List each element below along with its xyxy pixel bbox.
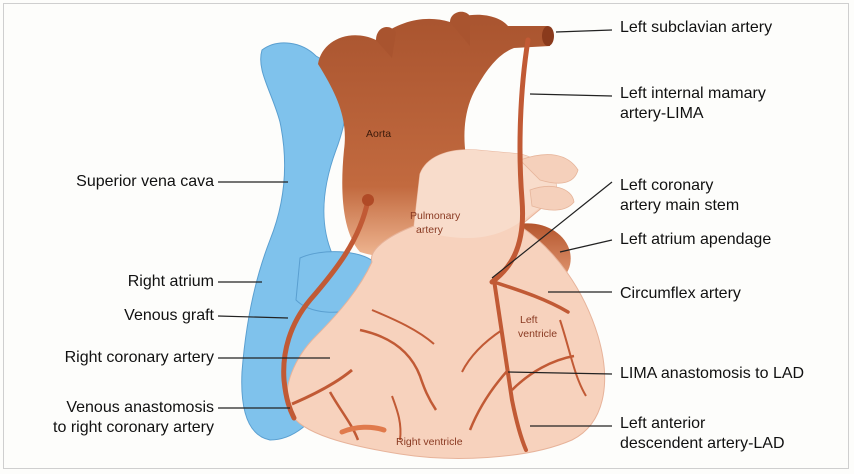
pulmonary-branch xyxy=(530,186,574,210)
label-lad-line2: descendent artery-LAD xyxy=(620,434,785,454)
label-left-ventricle-2: ventricle xyxy=(518,328,557,340)
label-circumflex-artery: Circumflex artery xyxy=(620,284,741,304)
label-left-subclavian-artery: Left subclavian artery xyxy=(620,18,772,38)
label-left-ventricle-1: Left xyxy=(520,314,538,326)
leader-lima xyxy=(530,94,612,96)
label-aorta: Aorta xyxy=(366,128,391,140)
label-right-atrium: Right atrium xyxy=(128,272,214,292)
label-pulmonary-2: artery xyxy=(416,224,443,236)
graft-origin xyxy=(362,194,374,206)
label-venous-graft: Venous graft xyxy=(124,306,214,326)
label-lad-line1: Left anterior xyxy=(620,414,705,434)
label-left-atrium-appendage: Left atrium apendage xyxy=(620,230,771,250)
label-lima-line1: Left internal mamary xyxy=(620,84,766,104)
leader-left-subclavian xyxy=(556,30,612,32)
label-right-ventricle: Right ventricle xyxy=(396,436,463,448)
subclavian-opening xyxy=(542,26,554,46)
label-superior-vena-cava: Superior vena cava xyxy=(76,172,214,192)
label-right-coronary-artery: Right coronary artery xyxy=(65,348,214,368)
label-pulmonary-1: Pulmonary xyxy=(410,210,460,222)
label-venous-anastomosis-line2: to right coronary artery xyxy=(53,418,214,438)
label-venous-anastomosis-line1: Venous anastomosis xyxy=(66,398,214,418)
label-lima-anastomosis: LIMA anastomosis to LAD xyxy=(620,364,804,384)
label-left-coronary-line2: artery main stem xyxy=(620,196,739,216)
label-lima-line2: artery-LIMA xyxy=(620,104,704,124)
label-left-coronary-line1: Left coronary xyxy=(620,176,713,196)
